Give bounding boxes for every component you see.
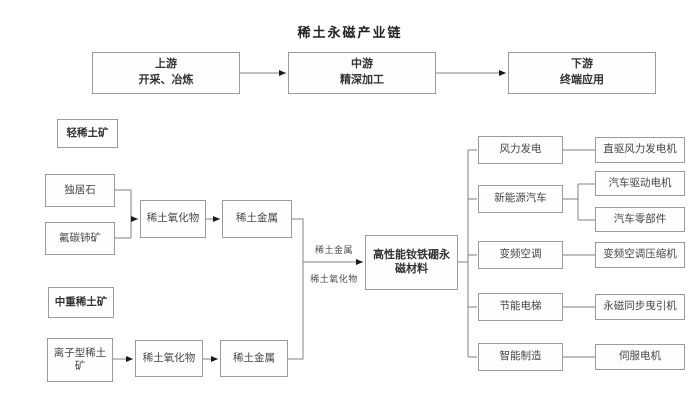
app-wind-power-box: 风力发电	[478, 136, 563, 164]
product-wind-generator-box: 直驱风力发电机	[595, 137, 685, 163]
ionic-ore-box: 离子型稀土矿	[47, 338, 113, 382]
arrow-label-oxide: 稀土氧化物	[310, 274, 358, 284]
midstream-desc: 精深加工	[340, 74, 384, 86]
downstream-label: 下游	[571, 58, 593, 71]
monazite-box: 独居石	[45, 174, 115, 207]
upstream-label: 上游	[155, 58, 177, 71]
product-ac-compressor-box: 变频空调压缩机	[595, 242, 685, 268]
heavy-ore-label-box: 中重稀土矿	[48, 287, 114, 318]
app-elevator-box: 节能电梯	[478, 293, 563, 321]
upstream-box: 上游 开采、冶炼	[92, 52, 240, 94]
downstream-desc: 终端应用	[560, 74, 604, 86]
ndfeb-material-box: 高性能钕铁硼永磁材料	[365, 235, 458, 290]
metal-box-1: 稀土金属	[222, 200, 292, 238]
oxide-box-1: 稀土氧化物	[140, 200, 206, 238]
product-traction-machine-box: 永磁同步曳引机	[595, 294, 685, 320]
upstream-desc: 开采、冶炼	[138, 74, 194, 86]
app-nev-box: 新能源汽车	[478, 185, 563, 213]
product-servo-motor-box: 伺服电机	[595, 344, 685, 370]
product-drive-motor-box: 汽车驱动电机	[595, 171, 685, 196]
midstream-box: 中游 精深加工	[288, 52, 436, 94]
product-auto-parts-box: 汽车零部件	[595, 207, 685, 232]
arrow-label-metal: 稀土金属	[314, 245, 353, 255]
midstream-label: 中游	[351, 58, 373, 71]
oxide-box-2: 稀土氧化物	[135, 340, 203, 377]
app-inverter-ac-box: 变频空调	[478, 241, 563, 269]
metal-box-2: 稀土金属	[220, 340, 288, 377]
downstream-box: 下游 终端应用	[508, 52, 656, 94]
diagram-title: 稀土永磁产业链	[297, 25, 403, 40]
bastnaesite-box: 氟碳铈矿	[45, 222, 115, 255]
app-smart-mfg-box: 智能制造	[478, 343, 563, 371]
light-ore-label-box: 轻稀土矿	[57, 119, 118, 148]
